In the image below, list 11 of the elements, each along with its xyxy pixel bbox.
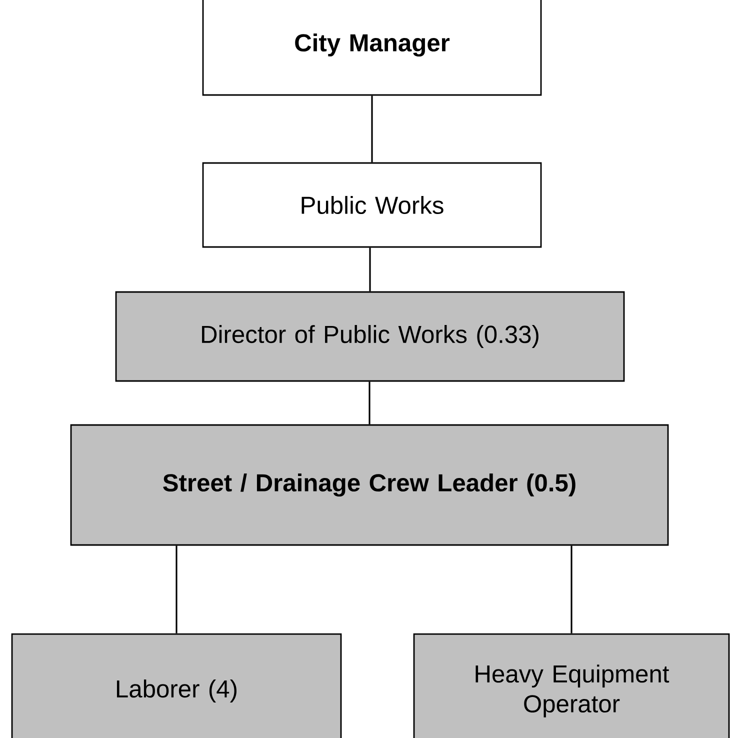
connector-line bbox=[369, 248, 371, 292]
org-box: Public Works bbox=[202, 162, 542, 248]
org-box: Director of Public Works (0.33) bbox=[115, 291, 625, 382]
connector-line bbox=[176, 546, 178, 634]
org-box: Heavy Equipment Operator bbox=[413, 633, 730, 738]
org-box: Street / Drainage Crew Leader (0.5) bbox=[70, 424, 669, 546]
org-box: City Manager bbox=[202, 0, 542, 96]
connector-line bbox=[570, 546, 572, 634]
org-box: Laborer (4) bbox=[11, 633, 342, 738]
connector-line bbox=[368, 382, 370, 424]
connector-line bbox=[371, 96, 373, 162]
